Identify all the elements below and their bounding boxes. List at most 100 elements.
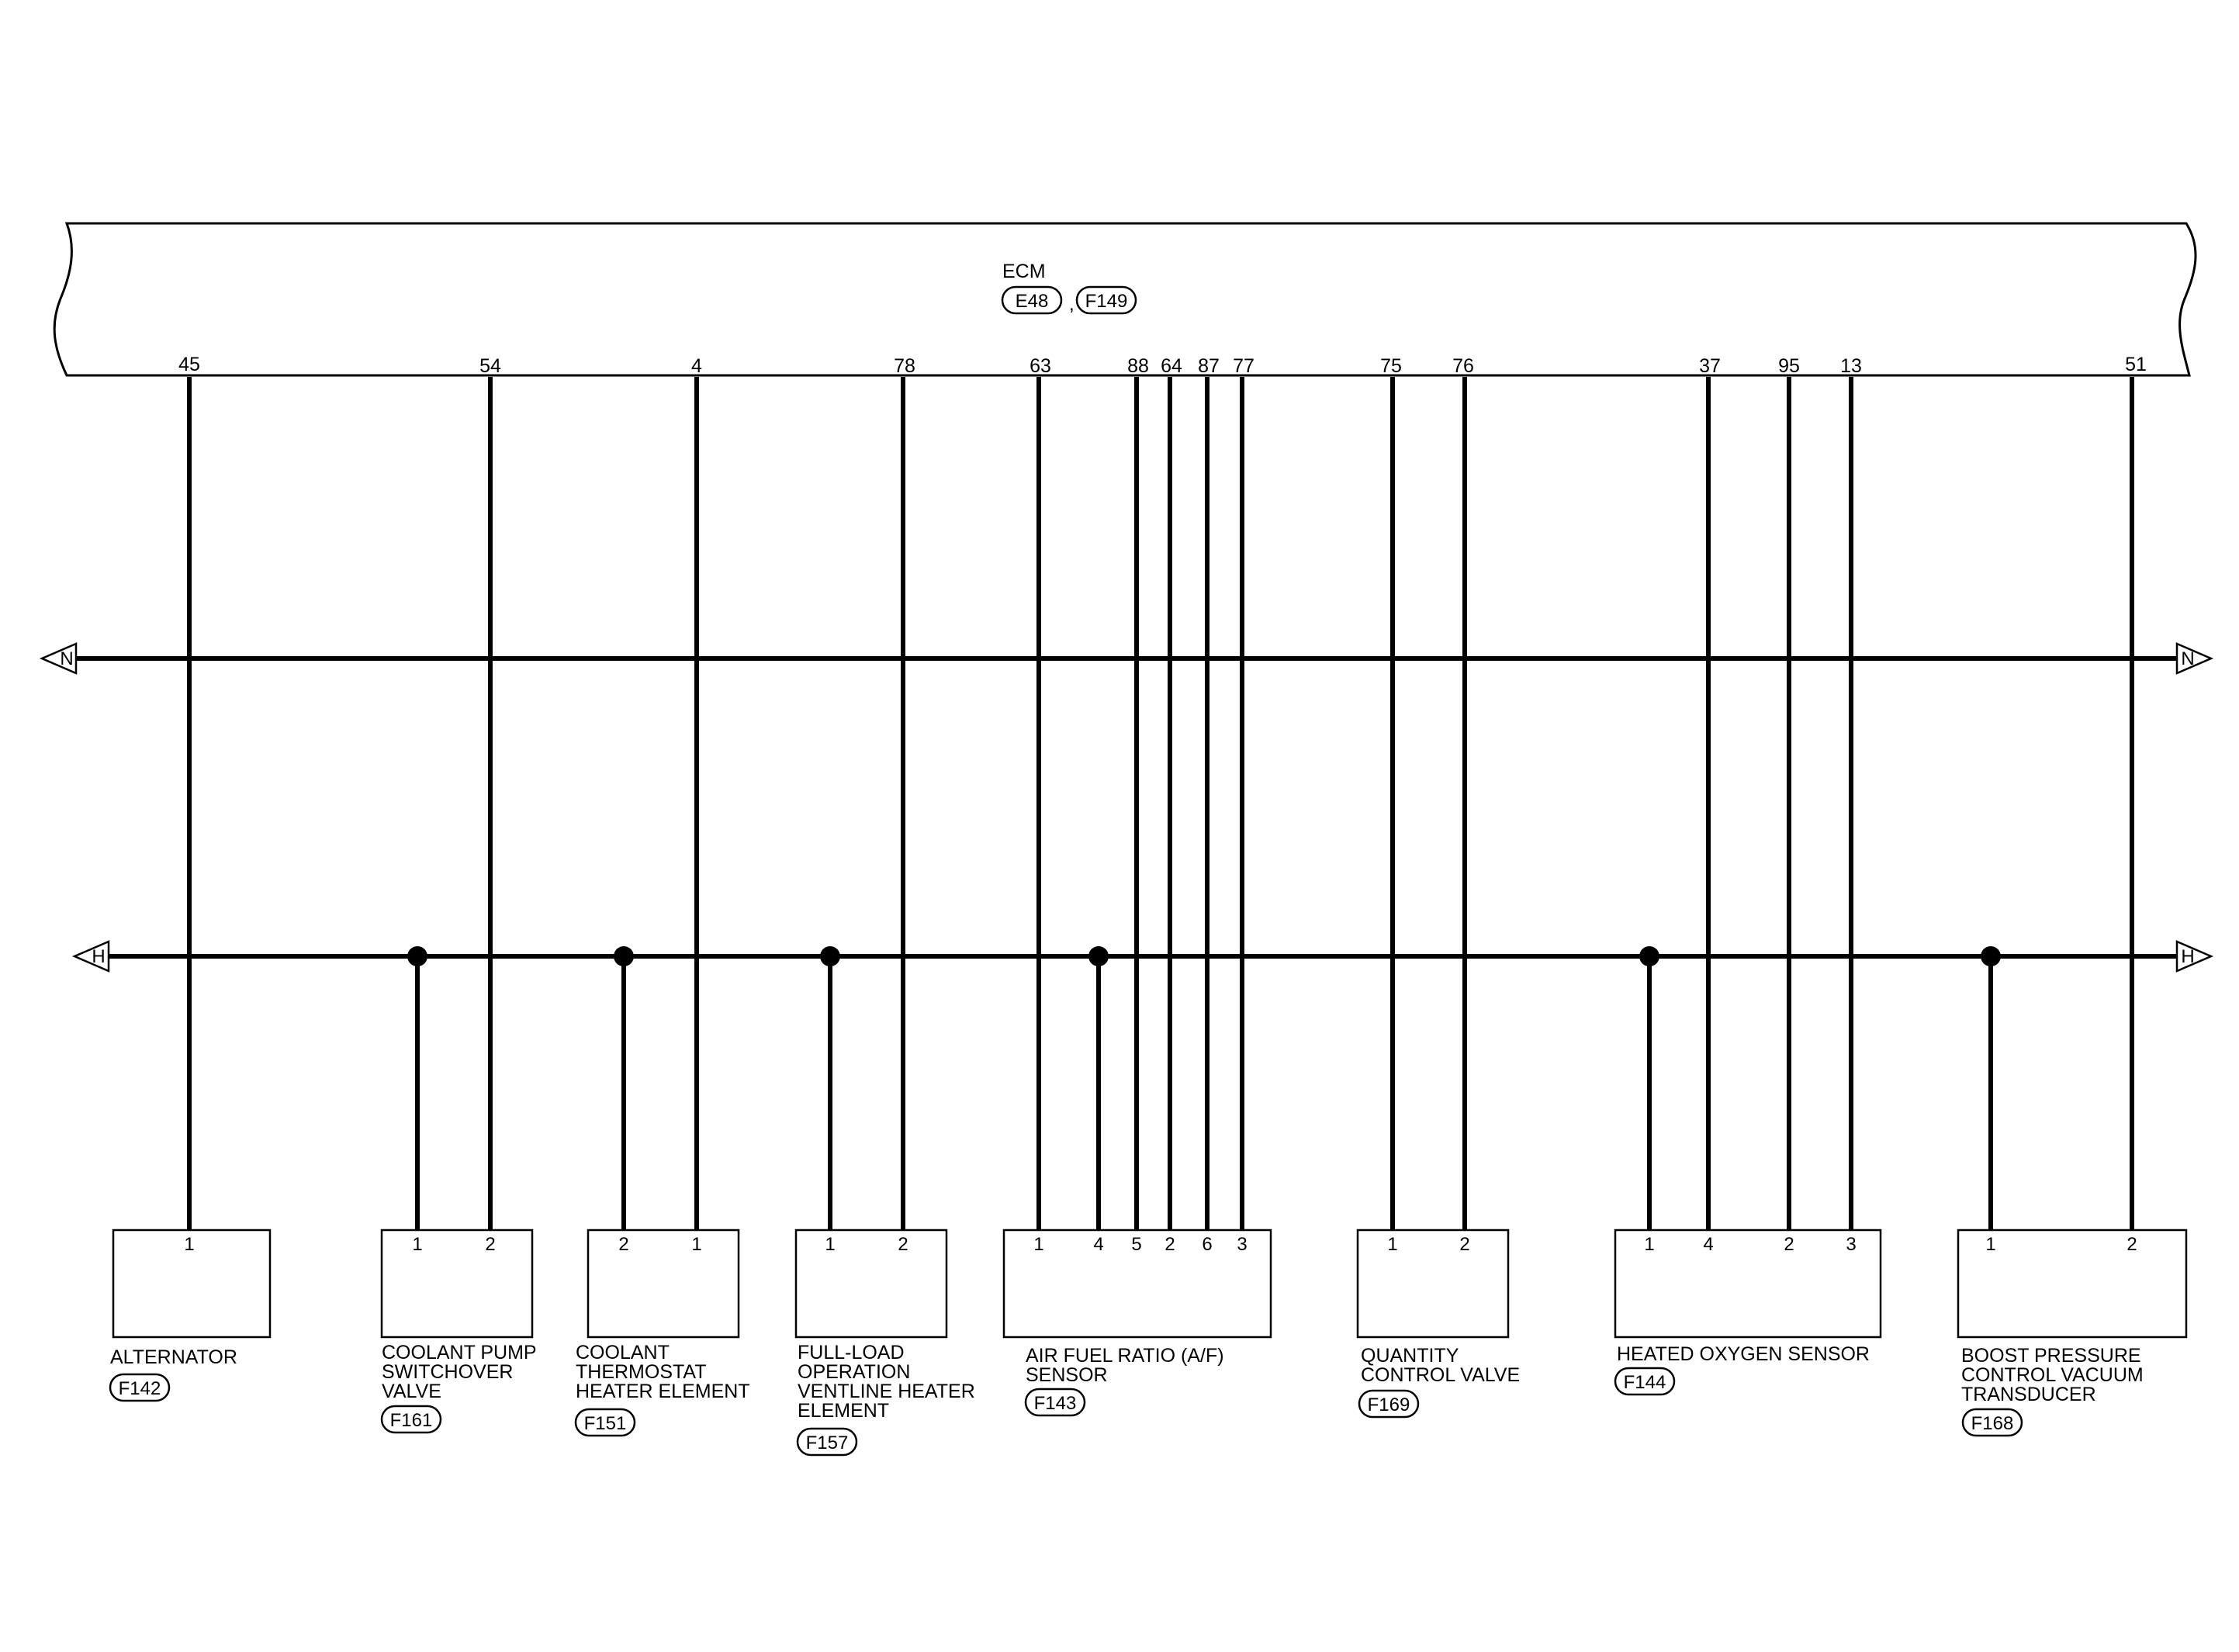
connector-badge — [796, 1427, 858, 1457]
component-heated-oxygen-sensor — [1614, 1229, 1882, 1339]
component-pin-label: 6 — [1202, 1234, 1212, 1255]
bus-h-left-arrow-icon — [71, 940, 110, 973]
ecm-pin-label: 76 — [1452, 355, 1474, 377]
ecm-outline — [53, 222, 2197, 377]
connector-label: F161 — [390, 1410, 433, 1431]
connector-label: F142 — [119, 1378, 161, 1399]
component-name-line: CONTROL VALVE — [1361, 1364, 1520, 1386]
ecm-connector-badge — [1001, 285, 1063, 315]
connector-badge — [1961, 1408, 2023, 1437]
connector-label: F169 — [1368, 1395, 1410, 1415]
component-pin-label: 1 — [825, 1234, 835, 1255]
bus-n-left-arrow-icon — [39, 642, 78, 675]
component-quantity-control-valve — [1356, 1229, 1510, 1339]
component-name-line: THERMOSTAT — [576, 1361, 707, 1383]
component-pin-label: 4 — [1093, 1234, 1103, 1255]
junction-dot — [1088, 946, 1109, 966]
connector-label: F151 — [584, 1413, 627, 1434]
component-pin-label: 2 — [485, 1234, 495, 1255]
ecm-pin-label: 13 — [1840, 355, 1862, 377]
ecm-block: ECM E48 , F149 — [53, 222, 2197, 377]
component-name-line: COOLANT — [576, 1342, 670, 1363]
connector-label: F143 — [1034, 1393, 1077, 1414]
component-pin-label: 1 — [1985, 1234, 1995, 1255]
component-pin-labels: 1 1 2 2 1 1 2 1 4 5 2 6 3 1 2 1 4 2 3 1 … — [184, 1234, 2137, 1255]
ecm-connector-label: E48 — [1016, 291, 1049, 312]
connector-badge — [574, 1408, 636, 1437]
bus-h-right-arrow-icon — [2175, 940, 2214, 973]
bus-h: H H — [71, 940, 2214, 973]
component-boxes — [112, 1229, 2188, 1339]
component-boost-pressure-transducer — [1957, 1229, 2188, 1339]
component-coolant-pump-switchover-valve — [380, 1229, 534, 1339]
component-pin-label: 3 — [1237, 1234, 1247, 1255]
component-pin-label: 2 — [2127, 1234, 2137, 1255]
bus-h-left-label: H — [92, 946, 105, 967]
bus-n: N N — [39, 642, 2214, 675]
ecm-title: ECM — [1002, 261, 1046, 282]
ecm-pin-label: 51 — [2125, 354, 2147, 375]
component-name-line: FULL-LOAD — [798, 1342, 905, 1363]
connector-label: F144 — [1624, 1372, 1666, 1393]
ecm-connector-separator: , — [1069, 294, 1075, 315]
component-pin-label: 1 — [184, 1234, 194, 1255]
junction-dot — [820, 946, 840, 966]
connector-badge — [380, 1405, 442, 1434]
component-connectors: F142 F161 F151 F157 F143 F169 F144 F168 — [109, 1367, 2023, 1457]
ecm-pin-label: 75 — [1380, 355, 1402, 377]
ecm-pin-label: 63 — [1030, 355, 1051, 377]
bus-h-right-label: H — [2181, 946, 2194, 967]
component-alternator — [112, 1229, 272, 1339]
component-pin-label: 4 — [1703, 1234, 1713, 1255]
component-pin-label: 3 — [1846, 1234, 1856, 1255]
component-pin-label: 2 — [1164, 1234, 1175, 1255]
component-name-line: VALVE — [382, 1381, 441, 1402]
component-name-line: SWITCHOVER — [382, 1361, 513, 1383]
connector-badge — [109, 1373, 171, 1402]
component-pin-label: 2 — [1459, 1234, 1469, 1255]
ecm-connector-label: F149 — [1085, 291, 1128, 312]
ecm-wires — [187, 377, 2134, 1230]
component-name-line: TRANSDUCER — [1961, 1384, 2096, 1405]
ecm-pin-label: 4 — [691, 355, 702, 377]
component-pin-label: 2 — [618, 1234, 628, 1255]
bus-n-left-label: N — [60, 648, 73, 669]
bus-n-right-arrow-icon — [2175, 642, 2214, 675]
junction-dot — [407, 946, 427, 966]
component-name-line: VENTLINE HEATER — [798, 1381, 975, 1402]
component-pin-label: 2 — [1784, 1234, 1794, 1255]
component-name-line: HEATER ELEMENT — [576, 1381, 750, 1402]
component-pin-label: 1 — [412, 1234, 422, 1255]
component-pin-label: 2 — [898, 1234, 908, 1255]
connector-badge — [1024, 1388, 1086, 1417]
ecm-pin-label: 45 — [178, 354, 200, 375]
component-ventline-heater — [794, 1229, 948, 1339]
ecm-pin-label: 78 — [894, 355, 915, 377]
bus-n-right-label: N — [2181, 648, 2194, 669]
junction-dot — [1981, 946, 2001, 966]
connector-badge — [1358, 1389, 1420, 1419]
component-name-line: ALTERNATOR — [110, 1346, 237, 1368]
component-name-line: SENSOR — [1026, 1364, 1108, 1386]
connector-badge — [1614, 1367, 1676, 1396]
component-name-line: COOLANT PUMP — [382, 1342, 537, 1363]
ecm-pin-label: 77 — [1233, 355, 1254, 377]
ecm-pin-label: 95 — [1778, 355, 1800, 377]
component-name-line: OPERATION — [798, 1361, 910, 1383]
connector-label: F168 — [1971, 1413, 2014, 1434]
component-pin-label: 1 — [1387, 1234, 1397, 1255]
ecm-pin-label: 64 — [1161, 355, 1182, 377]
component-name-line: CONTROL VACUUM — [1961, 1364, 2144, 1386]
component-pin-label: 5 — [1131, 1234, 1141, 1255]
junction-dot — [1639, 946, 1659, 966]
ecm-connector-badge — [1075, 285, 1137, 315]
component-name-line: QUANTITY — [1361, 1345, 1459, 1367]
component-pin-label: 1 — [1033, 1234, 1043, 1255]
ecm-pin-label: 87 — [1198, 355, 1220, 377]
component-pin-label: 1 — [1644, 1234, 1654, 1255]
junction-dot — [614, 946, 634, 966]
component-name-line: BOOST PRESSURE — [1961, 1345, 2141, 1367]
component-af-sensor — [1002, 1229, 1272, 1339]
connector-label: F157 — [806, 1433, 849, 1453]
